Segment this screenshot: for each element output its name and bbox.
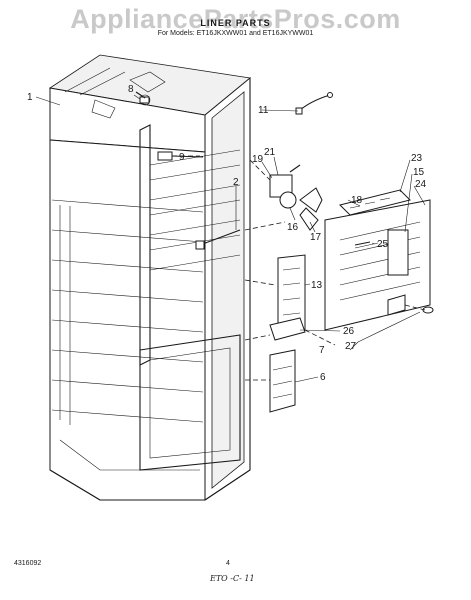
liner-base-inner <box>59 439 200 471</box>
footer-part-code: 4316092 <box>14 560 42 567</box>
page-subtitle: For Models: ET16JKXWW01 and ET16JKYWW01 <box>157 30 314 37</box>
callout-2: 2 <box>233 177 239 188</box>
callout-8: 8 <box>128 84 134 95</box>
callout-11: 11 <box>258 105 269 116</box>
liner-flange <box>204 78 251 501</box>
callout-13: 13 <box>311 280 323 291</box>
liner-cabinet <box>48 54 251 501</box>
part-2-thermistor <box>195 229 241 250</box>
assembly-line-19 <box>249 159 271 181</box>
liner-shelf-supports <box>149 149 241 271</box>
part-11-wire <box>295 92 333 115</box>
liner-bottom-inner <box>149 347 231 459</box>
assembly-line-27 <box>404 304 426 311</box>
callout-25: 25 <box>377 239 389 250</box>
callout-6: 6 <box>320 372 326 383</box>
part-16-motor <box>279 191 297 209</box>
callout-17: 17 <box>310 232 322 243</box>
liner-side-ribs <box>51 199 204 423</box>
callout-15: 15 <box>413 167 425 178</box>
part-8-clip <box>135 91 150 104</box>
liner-base-edge <box>49 469 205 501</box>
callout-9: 9 <box>179 152 185 163</box>
part-25-screw <box>354 241 371 246</box>
liner-interior-back <box>211 91 245 489</box>
callout-18: 18 <box>351 195 363 206</box>
part-6-duct <box>269 349 296 413</box>
assembly-line-13 <box>244 279 276 286</box>
callout-7: 7 <box>319 345 325 356</box>
footer-handwritten-note: ETO -C- 11 <box>210 574 255 583</box>
fan-motor-assembly <box>269 164 323 231</box>
assembly-line-26 <box>304 329 336 346</box>
part-15-heater <box>387 229 409 276</box>
part-27-washer <box>422 306 434 314</box>
part-26-panel <box>387 294 406 316</box>
page-title: LINER PARTS <box>200 18 271 28</box>
callout-26: 26 <box>343 326 355 337</box>
watermark: AppliancePartsPros.com <box>70 4 401 34</box>
liner-left-face <box>49 139 206 501</box>
liner-side-ribs-vertical <box>59 205 71 425</box>
footer-page-number: 4 <box>226 560 230 567</box>
callout-23: 23 <box>411 153 423 164</box>
callout-1: 1 <box>27 92 33 103</box>
assembly-line-7 <box>244 334 271 341</box>
leader-lines <box>35 94 426 383</box>
callout-19: 19 <box>252 154 264 165</box>
callout-24: 24 <box>415 179 427 190</box>
liner-top-detail <box>64 67 166 119</box>
assembly-line-2 <box>244 221 286 231</box>
liner-bottom-well <box>139 334 241 471</box>
part-7-seal <box>269 317 306 341</box>
part-24-evaporator-cover <box>324 199 431 331</box>
callout-21: 21 <box>264 147 276 158</box>
callout-27: 27 <box>345 341 357 352</box>
part-17-fan-blade <box>299 187 323 213</box>
callout-16: 16 <box>287 222 299 233</box>
